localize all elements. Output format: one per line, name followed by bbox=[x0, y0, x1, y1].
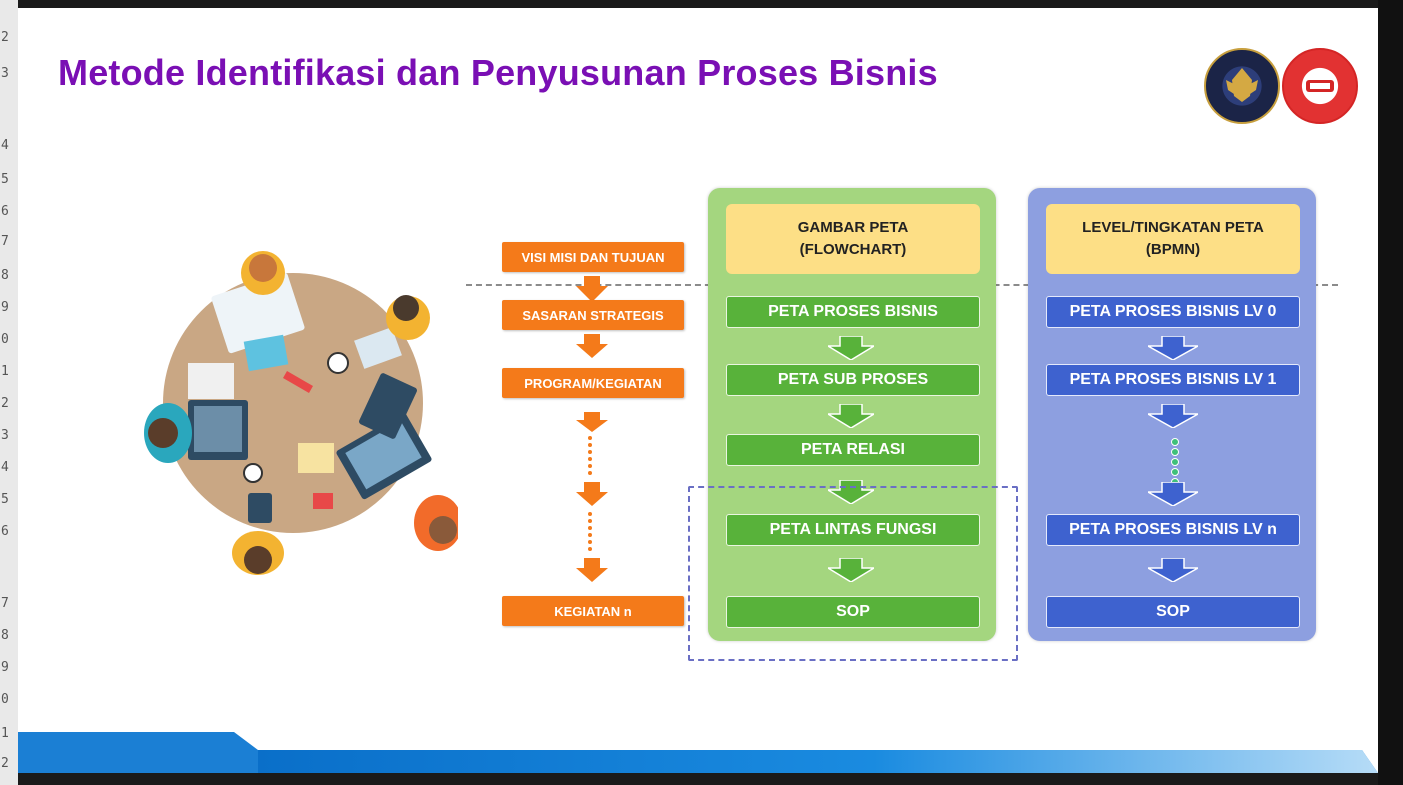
flowchart-step: SOP bbox=[726, 596, 980, 628]
highlight-region bbox=[688, 486, 1018, 661]
step-kegiatan-n: KEGIATAN n bbox=[502, 596, 684, 626]
footer-band bbox=[18, 732, 1378, 773]
slide-title: Metode Identifikasi dan Penyusunan Prose… bbox=[58, 52, 938, 93]
gutter-number: 2 bbox=[1, 756, 9, 771]
flowchart-header: GAMBAR PETA (FLOWCHART) bbox=[726, 204, 980, 274]
down-arrow-icon bbox=[1148, 558, 1198, 582]
gutter-number: 6 bbox=[1, 204, 9, 219]
flowchart-header-title: GAMBAR PETA bbox=[797, 219, 909, 236]
flowchart-step: PETA LINTAS FUNGSI bbox=[726, 514, 980, 546]
continuation-dots bbox=[588, 512, 592, 554]
bpmn-level: PETA PROSES BISNIS LV 1 bbox=[1046, 364, 1300, 396]
window-edge bbox=[1378, 0, 1403, 785]
gutter-number: 5 bbox=[1, 172, 9, 187]
step-visi-misi: VISI MISI DAN TUJUAN bbox=[502, 242, 684, 272]
down-arrow-icon bbox=[828, 404, 874, 428]
down-arrow-icon bbox=[828, 558, 874, 582]
gutter-number: 9 bbox=[1, 300, 9, 315]
gutter-number: 2 bbox=[1, 396, 9, 411]
step-sasaran: SASARAN STRATEGIS bbox=[502, 300, 684, 330]
bpmn-header-title: LEVEL/TINGKATAN PETA bbox=[1082, 219, 1264, 236]
gutter-number: 3 bbox=[1, 66, 9, 81]
flowchart-step: PETA PROSES BISNIS bbox=[726, 296, 980, 328]
bpmn-panel: LEVEL/TINGKATAN PETA (BPMN) PETA PROSES … bbox=[1028, 188, 1316, 641]
flowchart-step: PETA SUB PROSES bbox=[726, 364, 980, 396]
gutter-number: 7 bbox=[1, 234, 9, 249]
down-arrow-icon bbox=[828, 336, 874, 360]
bpmn-header: LEVEL/TINGKATAN PETA (BPMN) bbox=[1046, 204, 1300, 274]
gutter-number: 4 bbox=[1, 460, 9, 475]
bpmn-level: PETA PROSES BISNIS LV n bbox=[1046, 514, 1300, 546]
flowchart-step: PETA RELASI bbox=[726, 434, 980, 466]
flowchart-panel: GAMBAR PETA (FLOWCHART) PETA PROSES BISN… bbox=[708, 188, 996, 641]
bpmn-level: PETA PROSES BISNIS LV 0 bbox=[1046, 296, 1300, 328]
gutter-number: 1 bbox=[1, 364, 9, 379]
step-program: PROGRAM/KEGIATAN bbox=[502, 368, 684, 398]
gutter-number: 0 bbox=[1, 332, 9, 347]
team-meeting-illustration bbox=[144, 251, 458, 575]
gutter-number: 3 bbox=[1, 428, 9, 443]
gutter-number: 5 bbox=[1, 492, 9, 507]
down-arrow-icon bbox=[576, 334, 608, 358]
bpmn-header-subtitle: (BPMN) bbox=[1145, 241, 1201, 258]
continuation-dots bbox=[588, 436, 592, 478]
gutter-number: 4 bbox=[1, 138, 9, 153]
gutter-number: 7 bbox=[1, 596, 9, 611]
gutter-number: 2 bbox=[1, 30, 9, 45]
down-arrow-icon bbox=[576, 482, 608, 506]
slide: Metode Identifikasi dan Penyusunan Prose… bbox=[18, 8, 1378, 773]
down-arrow-icon bbox=[1148, 404, 1198, 428]
down-arrow-icon bbox=[576, 276, 608, 302]
spbe-logo bbox=[1282, 48, 1358, 124]
down-arrow-icon bbox=[1148, 482, 1198, 506]
ministry-emblem-logo bbox=[1204, 48, 1280, 124]
gutter-number: 6 bbox=[1, 524, 9, 539]
down-arrow-icon bbox=[576, 412, 608, 432]
flowchart-header-subtitle: (FLOWCHART) bbox=[799, 241, 907, 258]
gutter-number: 1 bbox=[1, 726, 9, 741]
down-arrow-icon bbox=[1148, 336, 1198, 360]
down-arrow-icon bbox=[576, 558, 608, 582]
gutter-number: 8 bbox=[1, 268, 9, 283]
line-number-gutter: 2 3 4 5 6 7 8 9 0 1 2 3 4 5 6 7 8 9 0 1 … bbox=[0, 0, 18, 785]
bpmn-level: SOP bbox=[1046, 596, 1300, 628]
continuation-dots bbox=[1171, 438, 1179, 488]
gutter-number: 9 bbox=[1, 660, 9, 675]
down-arrow-icon bbox=[828, 480, 874, 504]
gutter-number: 8 bbox=[1, 628, 9, 643]
gutter-number: 0 bbox=[1, 692, 9, 707]
